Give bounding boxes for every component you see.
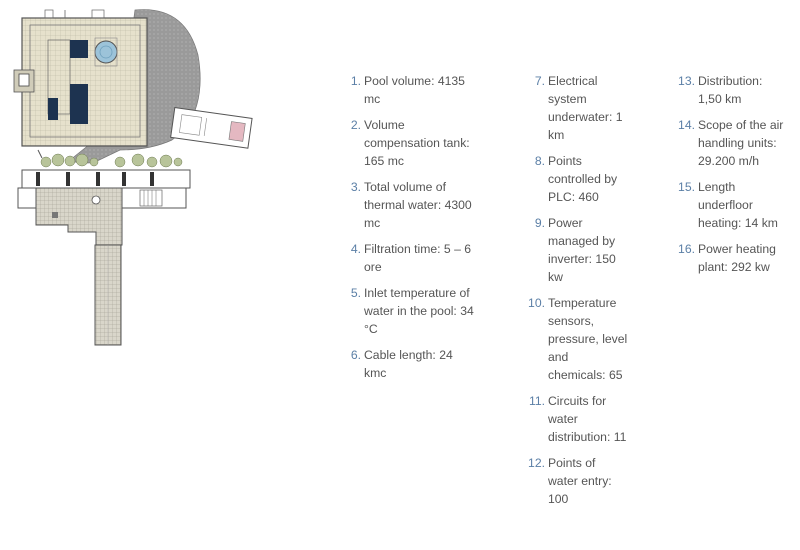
list-item: 2.Volume compensation tank: 165 mc (351, 116, 476, 170)
item-number: 2. (350, 118, 361, 132)
specs-column-1: 1.Pool volume: 4135 mc 2.Volume compensa… (351, 72, 476, 390)
lower-building (21, 169, 191, 189)
specs-column-2: 7.Electrical system underwater: 1 km 8.P… (528, 72, 628, 516)
item-number: 1. (350, 74, 361, 88)
item-text: Total volume of thermal water: 4300 mc (364, 180, 472, 230)
item-number: 4. (350, 242, 361, 256)
item-text: Pool volume: 4135 mc (364, 74, 465, 106)
item-number: 3. (350, 180, 361, 194)
item-text: Points of water entry: 100 (548, 456, 612, 506)
list-item: 15.Length underfloor heating: 14 km (678, 178, 788, 232)
list-item: 16.Power heating plant: 292 kw (678, 240, 788, 276)
item-text: Circuits for water distribution: 11 (548, 394, 627, 444)
list-item: 8.Points controlled by PLC: 460 (535, 152, 628, 206)
item-text: Cable length: 24 kmc (364, 348, 453, 380)
item-text: Electrical system underwater: 1 km (548, 74, 623, 142)
item-text: Power managed by inverter: 150 kw (548, 216, 616, 284)
item-text: Length underfloor heating: 14 km (698, 180, 778, 230)
vegetation-strip (40, 153, 183, 168)
item-text: Scope of the air handling units: 29.200 … (698, 118, 784, 168)
list-item: 11.Circuits for water distribution: 11 (529, 392, 628, 446)
item-number: 14. (678, 118, 695, 132)
list-item: 13.Distribution: 1,50 km (678, 72, 788, 108)
item-number: 16. (678, 242, 695, 256)
main-building (21, 17, 148, 147)
list-item: 6.Cable length: 24 kmc (351, 346, 476, 382)
item-text: Points controlled by PLC: 460 (548, 154, 618, 204)
item-number: 5. (350, 286, 361, 300)
item-text: Filtration time: 5 – 6 ore (364, 242, 472, 274)
item-number: 8. (534, 154, 545, 168)
lower-terrace (35, 187, 123, 246)
item-text: Power heating plant: 292 kw (698, 242, 776, 274)
item-number: 7. (534, 74, 545, 88)
list-item: 12.Points of water entry: 100 (528, 454, 628, 508)
item-text: Distribution: 1,50 km (698, 74, 763, 106)
item-number: 13. (678, 74, 695, 88)
list-item: 10.Temperature sensors, pressure, level … (528, 294, 628, 384)
list-item: 1.Pool volume: 4135 mc (351, 72, 476, 108)
item-number: 9. (534, 216, 545, 230)
item-number: 6. (350, 348, 361, 362)
item-number: 10. (528, 296, 545, 310)
item-text: Volume compensation tank: 165 mc (364, 118, 470, 168)
list-item: 4.Filtration time: 5 – 6 ore (351, 240, 476, 276)
specs-column-3: 13.Distribution: 1,50 km 14.Scope of the… (678, 72, 788, 284)
item-number: 12. (528, 456, 545, 470)
item-text: Inlet temperature of water in the pool: … (364, 286, 474, 336)
list-item: 14.Scope of the air handling units: 29.2… (678, 116, 788, 170)
item-number: 11. (528, 394, 545, 408)
list-item: 3.Total volume of thermal water: 4300 mc (351, 178, 476, 232)
list-item: 5.Inlet temperature of water in the pool… (351, 284, 476, 338)
item-text: Temperature sensors, pressure, level and… (548, 296, 628, 382)
floor-plan-drawing (13, 9, 253, 346)
list-item: 7.Electrical system underwater: 1 km (535, 72, 628, 144)
pool-long (47, 39, 71, 115)
list-item: 9.Power managed by inverter: 150 kw (535, 214, 628, 286)
round-pool (94, 40, 118, 64)
item-number: 15. (678, 180, 695, 194)
